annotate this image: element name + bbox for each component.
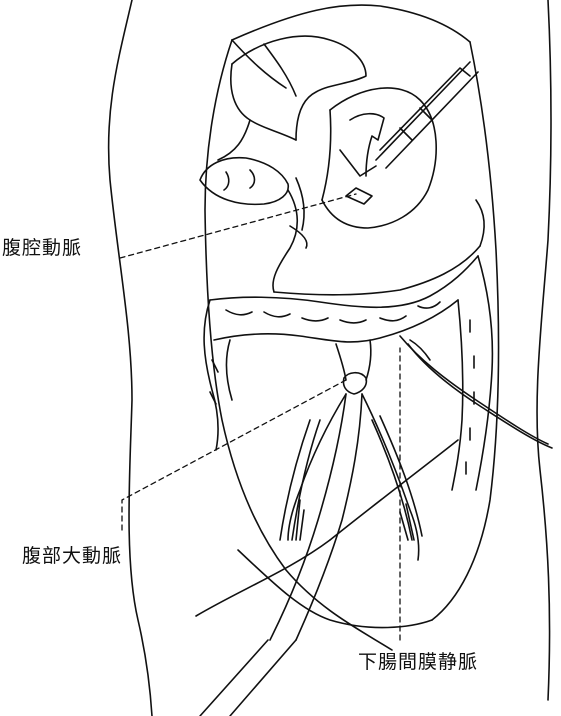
label-inferior-mesenteric-vein: 下腸間膜静脈 (358, 647, 478, 674)
retractor (376, 62, 478, 168)
descending-colon (452, 256, 492, 490)
label-celiac-artery: 腹腔動脈 (2, 233, 82, 260)
torso-outline (109, 0, 551, 716)
gallbladder (200, 158, 288, 205)
incision-edges (196, 5, 498, 650)
ascending-colon (204, 300, 232, 450)
label-abdominal-aorta: 腹部大動脈 (22, 541, 122, 568)
transverse-colon (210, 256, 478, 342)
pancreas-region (273, 178, 484, 295)
leader-lines (120, 194, 400, 640)
drain-tube (400, 336, 552, 448)
leader-aorta (122, 380, 346, 530)
liver (218, 36, 366, 160)
